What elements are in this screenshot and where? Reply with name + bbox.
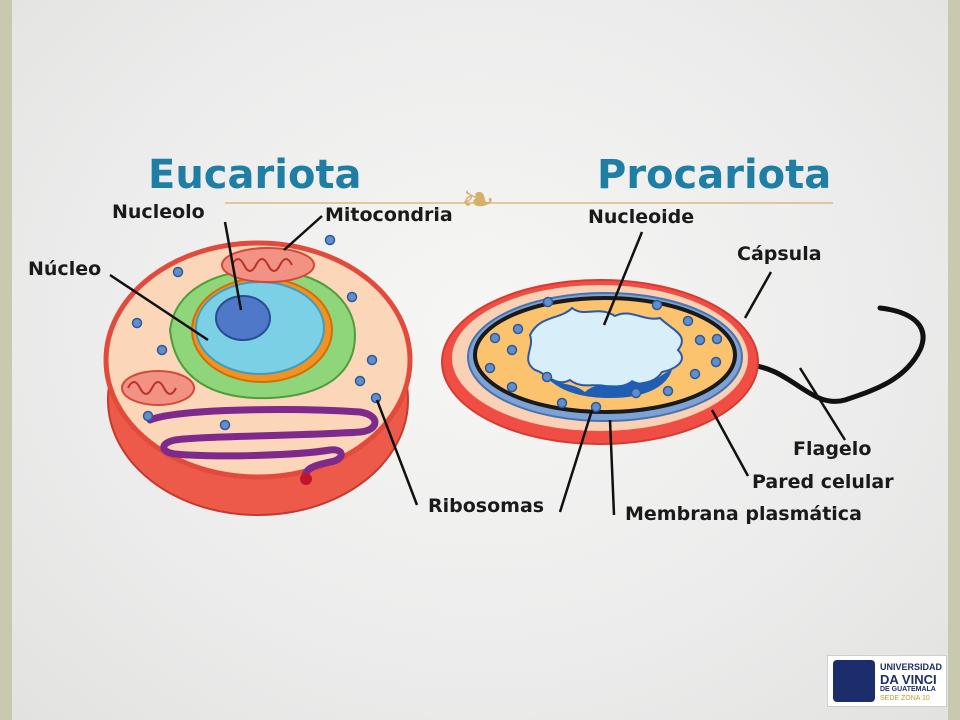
logo-line-3: DE GUATEMALA <box>880 686 936 693</box>
eukaryote-ribosomes <box>131 234 382 431</box>
nucleolus <box>215 295 271 341</box>
golgi-apparatus <box>146 406 379 482</box>
slide-frame-left <box>0 0 12 720</box>
ornament-icon: ❧ <box>461 177 495 223</box>
university-seal-icon <box>833 660 875 702</box>
label-nucleoid: Nucleoide <box>588 206 694 228</box>
flagellum <box>742 305 926 404</box>
label-capsule: Cápsula <box>737 243 822 265</box>
eukaryotic-cell <box>103 234 413 516</box>
mitochondrion-top <box>221 247 315 283</box>
label-ribosomes: Ribosomas <box>428 495 544 517</box>
prokaryote-title: Procariota <box>597 152 831 198</box>
university-logo: UNIVERSIDAD DA VINCI DE GUATEMALA SEDE Z… <box>827 655 947 707</box>
label-plasma-membrane: Membrana plasmática <box>625 503 862 525</box>
vesicle <box>300 473 312 485</box>
logo-line-1: UNIVERSIDAD <box>880 662 943 672</box>
eukaryote-title: Eucariota <box>148 152 362 198</box>
prokaryotic-cell <box>441 279 926 445</box>
label-cell-wall: Pared celular <box>752 471 894 493</box>
prokaryote-ribosomes <box>484 296 723 413</box>
logo-line-4: SEDE ZONA 10 <box>880 695 930 702</box>
label-mitochondria: Mitocondria <box>325 204 453 226</box>
eukaryote-leader-lines <box>109 215 419 506</box>
label-nucleolus: Nucleolo <box>112 201 205 223</box>
label-flagellum: Flagelo <box>793 438 871 460</box>
slide-frame-right <box>948 0 960 720</box>
prokaryote-leader-lines <box>558 231 847 516</box>
logo-line-2: DA VINCI <box>880 672 937 687</box>
mitochondrion-left <box>121 370 195 406</box>
label-nucleus: Núcleo <box>28 258 101 280</box>
